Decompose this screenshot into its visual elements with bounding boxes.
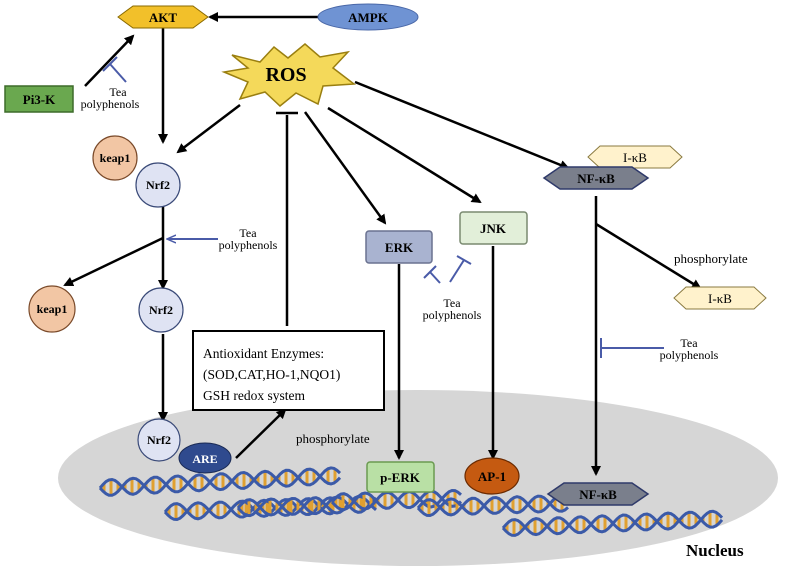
erk-node: ERK xyxy=(365,230,433,264)
dna-helix xyxy=(416,493,569,518)
arrow-are-to-enzymes xyxy=(235,408,287,459)
tea-label-1b: polyphenols xyxy=(81,97,140,111)
tea-label-1: Tea xyxy=(109,85,127,99)
inhibitor-erk xyxy=(423,265,441,284)
svg-text:(SOD,CAT,HO-1,NQO1): (SOD,CAT,HO-1,NQO1) xyxy=(203,367,340,382)
inhibitor-jnk xyxy=(449,255,472,283)
ikb-bound-node: I-κB xyxy=(587,145,683,169)
inhibitor-nfkb xyxy=(600,338,664,358)
ros-node: ROS xyxy=(221,43,357,107)
ikb-free-node: I-κB xyxy=(673,286,767,310)
svg-text:keap1: keap1 xyxy=(37,302,68,316)
dna-helix xyxy=(98,466,342,497)
svg-text:keap1: keap1 xyxy=(100,151,131,165)
tea-inhibitor-symbols xyxy=(102,56,664,358)
pi3k-node: Pi3-K xyxy=(4,85,74,113)
svg-text:GSH redox system: GSH redox system xyxy=(203,388,305,403)
tea-label-4: Tea xyxy=(680,336,698,350)
tea-label-2b: polyphenols xyxy=(219,238,278,252)
tea-label-3: Tea xyxy=(443,296,461,310)
svg-text:AMPK: AMPK xyxy=(348,10,389,25)
svg-text:Pi3-K: Pi3-K xyxy=(23,92,56,107)
antioxidant-enzymes-box: Antioxidant Enzymes: (SOD,CAT,HO-1,NQO1)… xyxy=(192,330,385,411)
inhibitor-pi3k-akt xyxy=(102,56,127,83)
arrow-dissociation-to-keap1 xyxy=(63,236,164,287)
nrf2-free-node: Nrf2 xyxy=(138,287,184,333)
svg-text:p-ERK: p-ERK xyxy=(380,470,421,485)
svg-text:Nrf2: Nrf2 xyxy=(147,433,171,447)
enzymes-inhibit-ros xyxy=(276,111,298,326)
svg-text:Nrf2: Nrf2 xyxy=(146,178,170,192)
arrow-nfkb-to-ikb xyxy=(595,222,702,290)
svg-text:Antioxidant Enzymes:: Antioxidant Enzymes: xyxy=(203,346,324,361)
phosphorylate-label-nfkb: phosphorylate xyxy=(674,251,748,266)
ap1-node: AP-1 xyxy=(464,457,520,495)
svg-text:I-κB: I-κB xyxy=(708,291,732,306)
dna-helix xyxy=(330,488,463,512)
svg-text:ARE: ARE xyxy=(192,452,217,466)
svg-text:NF-κB: NF-κB xyxy=(579,487,617,502)
tea-label-3b: polyphenols xyxy=(423,308,482,322)
dna-helix xyxy=(501,509,724,537)
arrow-ros-to-erk xyxy=(303,111,387,225)
tea-label-4b: polyphenols xyxy=(660,348,719,362)
ampk-node: AMPK xyxy=(317,3,419,31)
svg-text:NF-κB: NF-κB xyxy=(577,171,615,186)
jnk-node: JNK xyxy=(459,211,528,245)
svg-text:ERK: ERK xyxy=(385,240,414,255)
svg-text:AP-1: AP-1 xyxy=(478,469,506,484)
keap1-free-node: keap1 xyxy=(28,285,76,333)
svg-text:JNK: JNK xyxy=(480,221,507,236)
phosphorylate-label-erk: phosphorylate xyxy=(296,431,370,446)
dna-helices xyxy=(98,466,724,537)
nfkb-cyto-node: NF-κB xyxy=(542,166,650,190)
arrow-pi3k-to-akt xyxy=(84,34,135,87)
nucleus-label: Nucleus xyxy=(686,541,744,560)
akt-node: AKT xyxy=(117,5,209,29)
are-node: ARE xyxy=(178,442,232,474)
svg-text:Nrf2: Nrf2 xyxy=(149,303,173,317)
tea-label-2: Tea xyxy=(239,226,257,240)
svg-text:I-κB: I-κB xyxy=(623,150,647,165)
svg-text:AKT: AKT xyxy=(149,10,178,25)
keap1-bound-node: keap1 xyxy=(92,135,138,181)
arrow-ros-to-nfkb xyxy=(354,80,570,170)
perk-node: p-ERK xyxy=(366,461,435,493)
nfkb-nuclear-node: NF-κB xyxy=(546,482,650,506)
activation-arrows xyxy=(63,12,702,476)
arrow-ros-to-nrf2 xyxy=(176,104,241,154)
arrow-ros-to-jnk xyxy=(327,106,482,204)
nrf2-nuclear-node: Nrf2 xyxy=(137,418,181,462)
svg-text:ROS: ROS xyxy=(265,64,306,86)
nrf2-bound-node: Nrf2 xyxy=(135,162,181,208)
